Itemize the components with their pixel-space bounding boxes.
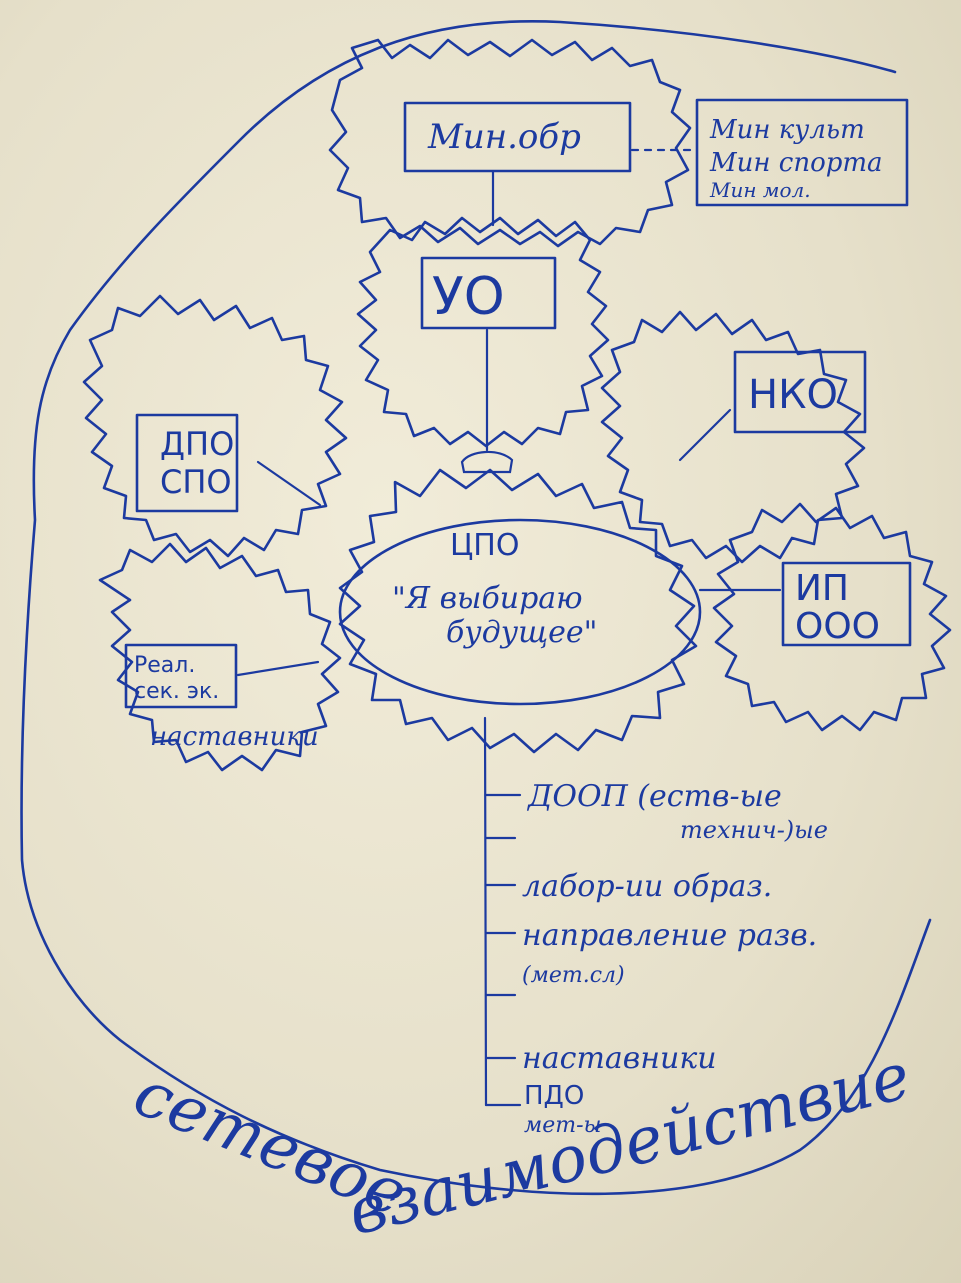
label-cpo-slogan-2: будущее" [446,615,597,650]
box-ip-ooo [781,561,912,647]
box-uo [420,256,557,330]
label-min-sport: Мин спорта [709,148,883,178]
connector-dpo-cpo [256,460,322,507]
label-real-1: Реал. [134,653,195,678]
branch-trunk [483,716,488,1107]
gear-min-obr [328,38,692,248]
box-ministries [695,98,909,207]
label-dpo: ДПО [160,425,234,463]
branch-label-met: (мет.сл) [522,963,625,988]
branch-label-dop: ДООП (еств-ые [526,779,782,814]
gear-ip-ooo [712,502,952,732]
label-min-kult: Мин культ [709,115,865,145]
label-real-2: сек. эк. [134,679,219,704]
box-nko [733,350,867,434]
gear-dpo-spo [82,294,348,558]
label-ip: ИП [795,568,849,609]
branch-label-tech: технич-)ые [680,816,828,844]
outer-boundary [20,20,932,1196]
connector-nko-cpo [678,408,732,462]
branch-label-direction: направление разв. [522,918,817,953]
label-ooo: ООО [795,606,880,647]
gear-nko [600,310,866,564]
label-cpo-slogan-1: "Я выбираю [392,581,583,616]
connector-hub [460,450,514,474]
ellipse-cpo [338,518,702,706]
label-cpo: ЦПО [450,528,519,563]
label-mentors-gear: наставники [150,722,319,752]
label-spo: СПО [160,463,232,501]
gear-real-sector [98,542,342,772]
branch-label-mentors: наставники [522,1041,717,1076]
label-min-mol: Мин мол. [709,178,811,202]
label-min-obr: Мин.обр [427,117,581,157]
connector-real-cpo [236,660,320,677]
label-uo: УО [432,267,505,327]
box-min-obr [403,101,632,173]
box-dpo-spo [135,413,239,513]
branch-label-labs: лабор-ии образ. [522,869,772,904]
branch-label-pdo: ПДО [524,1081,584,1111]
gear-cpo [338,468,698,754]
label-nko: НКО [748,372,838,418]
box-real-sector [124,643,238,709]
branch-label-mety: мет-ы [524,1113,601,1138]
gear-uo [356,216,610,448]
